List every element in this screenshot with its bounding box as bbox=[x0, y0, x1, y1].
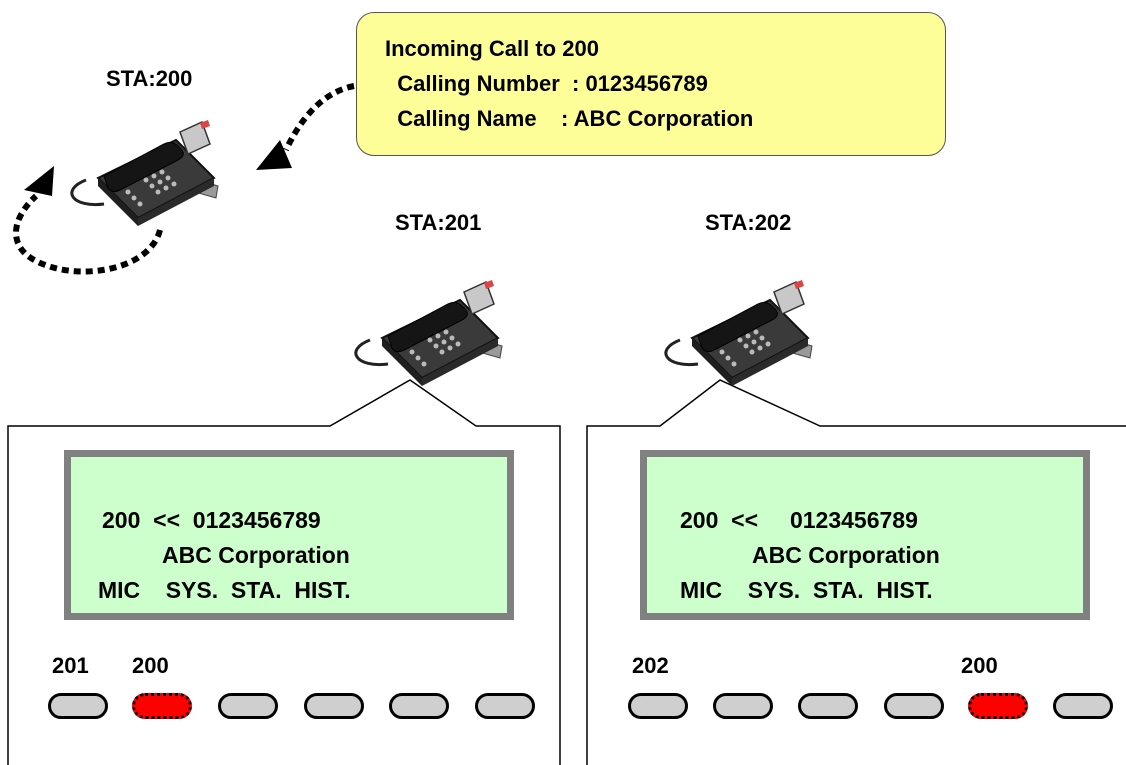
line-key[interactable] bbox=[389, 693, 449, 719]
station-label-202: STA:202 bbox=[705, 210, 792, 235]
line-key-202[interactable] bbox=[628, 693, 688, 719]
key-label-200: 200 bbox=[132, 653, 169, 678]
lcd-line-1: 200 << 0123456789 bbox=[680, 507, 918, 533]
key-label-201: 201 bbox=[52, 653, 89, 678]
incoming-call-callout: Incoming Call to 200 Calling Number : 01… bbox=[356, 12, 946, 156]
calling-name-line: Calling Name : ABC Corporation bbox=[385, 106, 754, 131]
station-label-200: STA:200 bbox=[106, 66, 193, 91]
line-key-201[interactable] bbox=[48, 693, 108, 719]
lcd-display-202: 200 << 0123456789 ABC Corporation MIC SY… bbox=[640, 450, 1090, 620]
lcd-softkeys: MIC SYS. STA. HIST. bbox=[680, 577, 933, 603]
panel-outline-202 bbox=[586, 379, 1126, 765]
ring-arrow-icon bbox=[256, 83, 355, 170]
line-key-200[interactable] bbox=[132, 693, 192, 719]
desk-phone-icon bbox=[70, 118, 220, 228]
calling-number-line: Calling Number : 0123456789 bbox=[385, 71, 708, 96]
lcd-line-2: ABC Corporation bbox=[752, 542, 940, 568]
station-label-201: STA:201 bbox=[395, 210, 482, 235]
line-key[interactable] bbox=[1053, 693, 1113, 719]
key-label-202: 202 bbox=[632, 653, 669, 678]
line-key[interactable] bbox=[304, 693, 364, 719]
line-key[interactable] bbox=[884, 693, 944, 719]
desk-phone-icon bbox=[354, 278, 504, 388]
line-key-200[interactable] bbox=[968, 693, 1028, 719]
lcd-display-201: 200 << 0123456789 ABC Corporation MIC SY… bbox=[64, 450, 514, 620]
line-key[interactable] bbox=[475, 693, 535, 719]
line-key[interactable] bbox=[218, 693, 278, 719]
panel-outline-201 bbox=[7, 379, 561, 765]
line-key[interactable] bbox=[798, 693, 858, 719]
callout-title: Incoming Call to 200 bbox=[385, 36, 599, 61]
line-key[interactable] bbox=[713, 693, 773, 719]
lcd-line-1: 200 << 0123456789 bbox=[102, 507, 321, 533]
desk-phone-icon bbox=[664, 278, 814, 388]
ring-arrow-icon bbox=[13, 166, 163, 275]
lcd-line-2: ABC Corporation bbox=[162, 542, 350, 568]
key-label-200: 200 bbox=[961, 653, 998, 678]
lcd-softkeys: MIC SYS. STA. HIST. bbox=[98, 577, 351, 603]
